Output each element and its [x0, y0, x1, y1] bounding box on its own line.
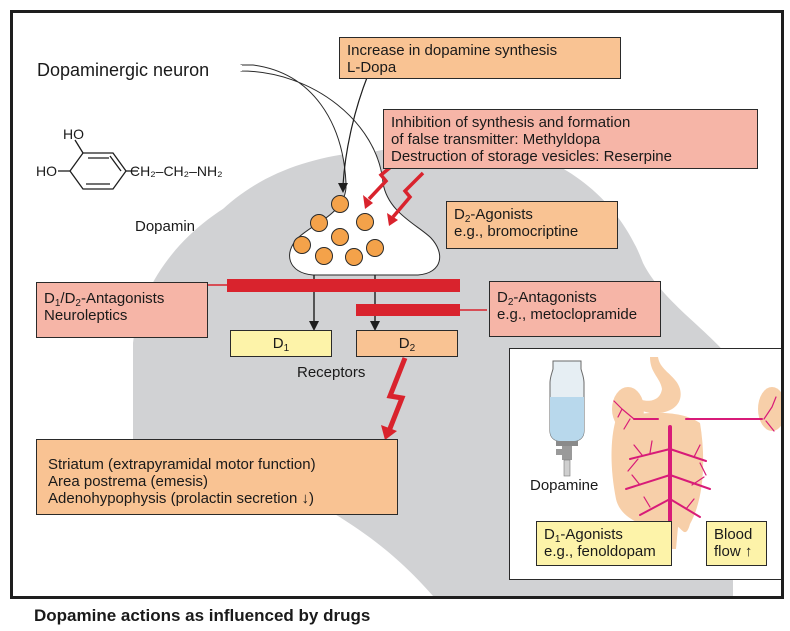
d1d2-suffix: -Antagonists — [80, 290, 165, 307]
d1-agonists-example: e.g., fenoldopam — [544, 543, 656, 560]
ldopa-arrowhead — [338, 183, 348, 193]
vesicle — [331, 195, 349, 213]
inhibition-line3: Destruction of storage vesicles: Reserpi… — [391, 148, 672, 165]
vesicle — [356, 213, 374, 231]
vesicles — [293, 195, 384, 266]
molecule-chain: CH₂–CH₂–NH₂ — [130, 163, 223, 179]
d2-agonists-box: D2-Agonists e.g., bromocriptine — [446, 201, 618, 249]
effects-line3: Adenohypophysis (prolactin secretion ↓) — [48, 490, 314, 507]
d2-receptor: D2 — [356, 330, 458, 357]
synthesis-line1: Increase in dopamine synthesis — [347, 42, 558, 59]
d2-prefix: /D — [60, 290, 76, 307]
gi-tract-icon — [611, 357, 704, 549]
synthesis-box: Increase in dopamine synthesis L-Dopa — [339, 37, 621, 79]
inhibition-line1: Inhibition of synthesis and formation — [391, 114, 631, 131]
vesicle — [331, 228, 349, 246]
effects-line2: Area postrema (emesis) — [48, 473, 209, 490]
d2-agonists-prefix: D — [454, 206, 465, 223]
d2-block-bar — [356, 304, 460, 316]
d2-agonists-suffix: -Agonists — [470, 206, 533, 223]
effects-box: Striatum (extrapyramidal motor function)… — [36, 439, 398, 515]
d1d2-prefix: D — [44, 290, 55, 307]
infusion-bottle-icon — [549, 360, 585, 477]
receptors-label: Receptors — [297, 364, 366, 381]
d1d2-antagonists-box: D1/D2-Antagonists Neuroleptics — [36, 282, 208, 338]
methyldopa-bolt-2 — [391, 171, 425, 219]
d2-agonists-example: e.g., bromocriptine — [454, 223, 579, 240]
d1-agonists-sub: 1 — [554, 534, 561, 545]
inset-graphics — [549, 357, 781, 549]
d1-agonists-suffix: -Agonists — [560, 526, 623, 543]
d2-receptor-prefix: D — [398, 335, 410, 352]
d1-agonists-box: D1-Agonists e.g., fenoldopam — [536, 521, 672, 566]
molecule-name: Dopamin — [135, 218, 196, 235]
d1-receptor: D1 — [230, 330, 332, 357]
synthesis-line2: L-Dopa — [347, 59, 397, 76]
vesicle — [310, 214, 328, 232]
d2-antagonists-sub: 2 — [507, 297, 514, 308]
d1d2-antagonists-example: Neuroleptics — [44, 307, 128, 324]
effects-line1: Striatum (extrapyramidal motor function) — [48, 456, 316, 473]
kidney-left-icon — [612, 387, 644, 431]
d2-effects-bolt — [386, 357, 408, 432]
peripheral-inset: Dopamine D1-Agonists e.g., fenoldopam Bl… — [509, 348, 781, 580]
d1-receptor-prefix: D — [272, 335, 284, 352]
d2-antagonists-suffix: -Antagonists — [513, 289, 597, 306]
blood-flow-box: Blood flow ↑ — [706, 521, 767, 566]
blood-vessels-icon — [613, 396, 777, 523]
dopamine-structure — [58, 139, 138, 190]
d1-arrowhead — [309, 321, 319, 331]
d1-receptor-sub: 1 — [283, 343, 290, 354]
d2-arrowhead — [370, 321, 380, 331]
ldopa-arrow — [342, 74, 369, 186]
d2-antagonists-box: D2-Antagonists e.g., metoclopramide — [489, 281, 661, 337]
vesicle — [366, 239, 384, 257]
d2-sub: 2 — [75, 298, 81, 309]
vesicle — [293, 236, 311, 254]
inhibition-line2: of false transmitter: Methyldopa — [391, 131, 601, 148]
d1-sub: 1 — [54, 298, 61, 309]
diagram-frame: HO HO CH₂–CH₂–NH₂ Dopamin Dopaminergic n… — [10, 10, 784, 599]
inset-drug-label: Dopamine — [530, 477, 599, 494]
vesicle — [345, 248, 363, 266]
inhibition-box: Inhibition of synthesis and formation of… — [383, 109, 758, 169]
d2-antagonists-prefix: D — [497, 289, 508, 306]
blood-flow-line1: Blood — [714, 526, 753, 543]
molecule-ho-left: HO — [36, 163, 57, 179]
d1-agonists-prefix: D — [544, 526, 555, 543]
molecule-ho-top: HO — [63, 126, 84, 142]
d1d2-block-bar — [227, 279, 460, 292]
blood-flow-line2: flow ↑ — [714, 543, 753, 560]
figure-caption: Dopamine actions as influenced by drugs — [34, 606, 371, 625]
vesicle — [315, 247, 333, 265]
d2-agonists-sub: 2 — [464, 214, 471, 225]
d2-receptor-sub: 2 — [409, 343, 416, 354]
d2-antagonists-example: e.g., metoclopramide — [497, 306, 638, 323]
neuron-title: Dopaminergic neuron — [37, 60, 210, 80]
